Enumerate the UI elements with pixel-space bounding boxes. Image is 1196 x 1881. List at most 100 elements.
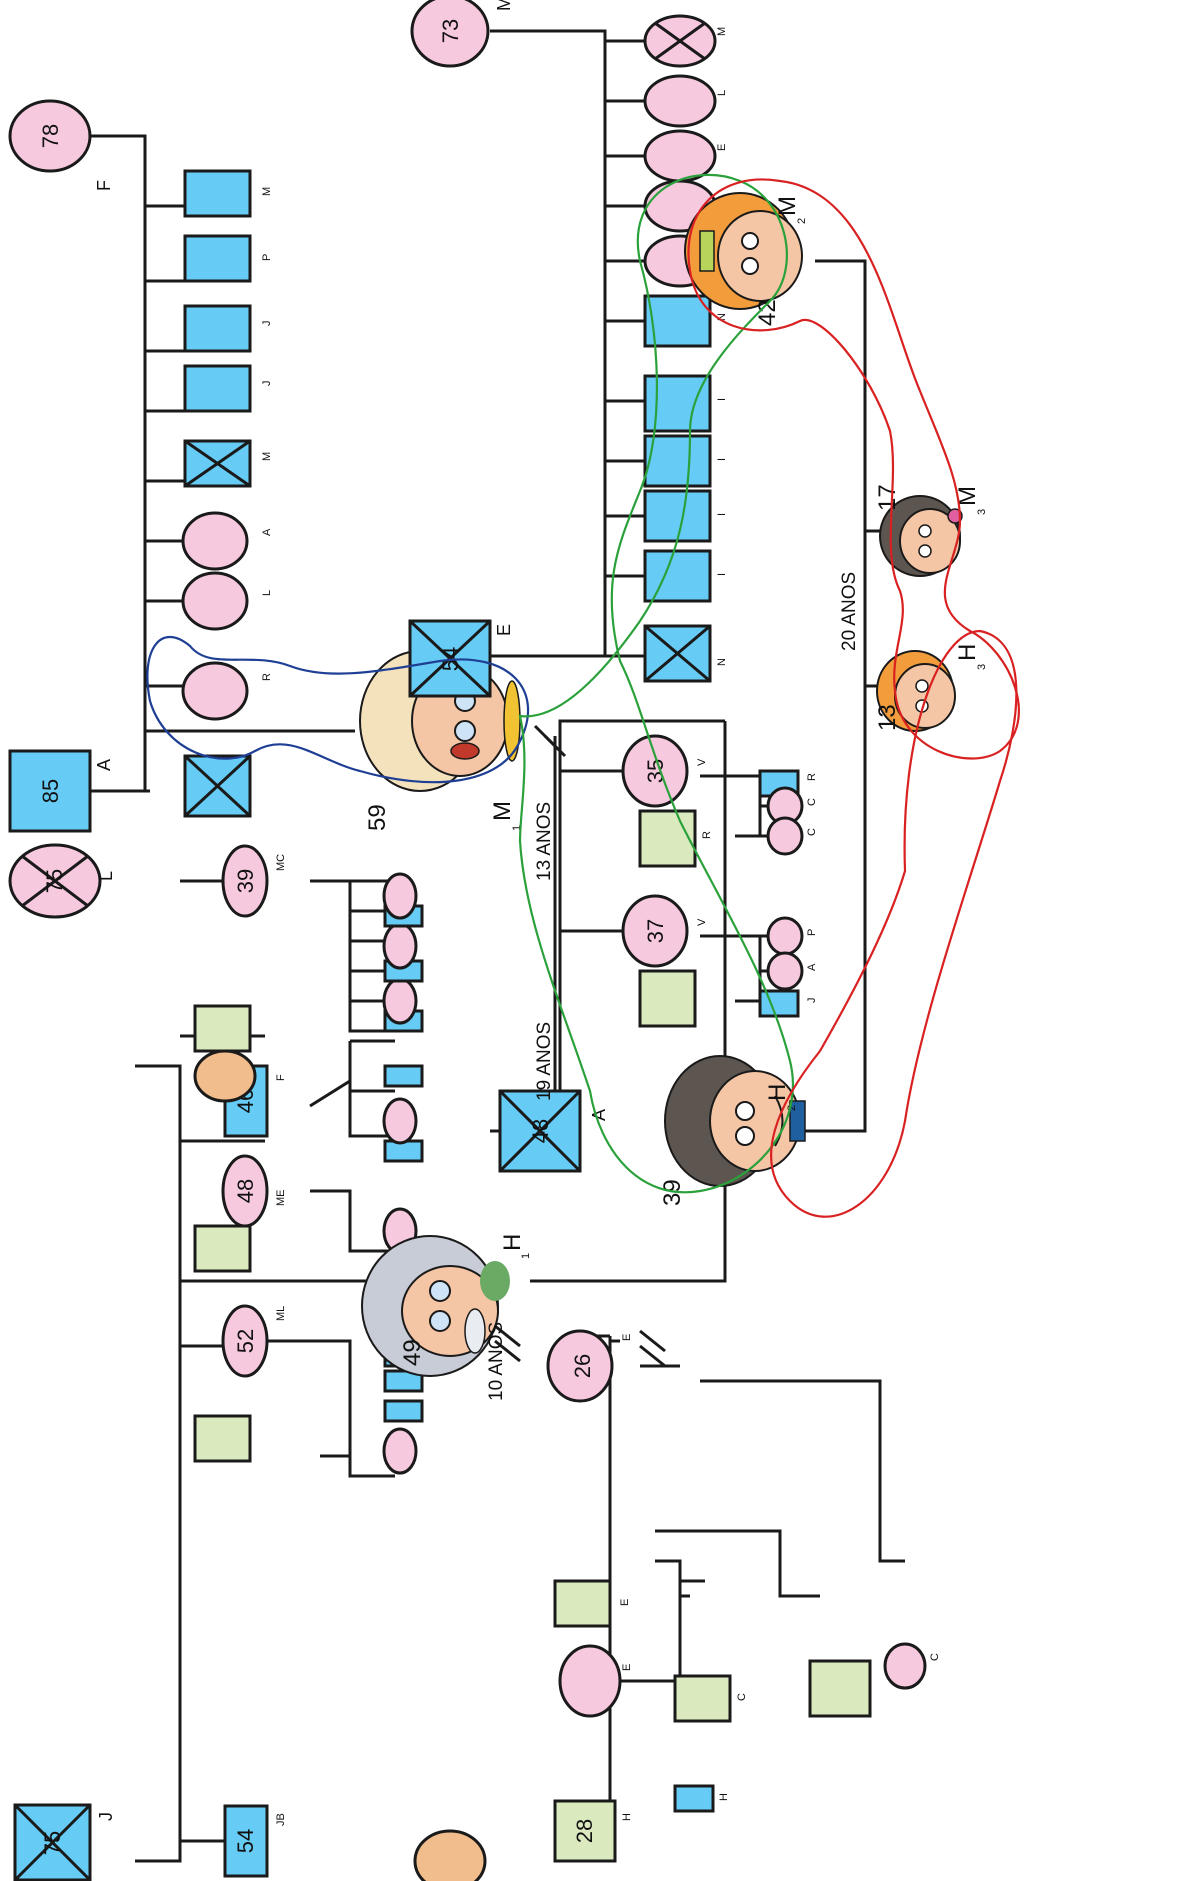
h2-label: H — [764, 1084, 791, 1101]
period-13-anos: 13 ANOS — [534, 802, 555, 881]
m2-label: M — [774, 196, 801, 216]
child-initial: J — [261, 381, 273, 387]
husband-initial: R — [701, 831, 713, 839]
son-initial: H — [621, 1813, 633, 1821]
h2-sub: 2 — [786, 1105, 798, 1111]
paternal-grandfather-age: 75 — [40, 1831, 65, 1855]
m3-label: M — [954, 486, 981, 506]
child-initial: P — [261, 254, 273, 261]
m3-age: 17 — [874, 484, 901, 511]
h2-person: 39 H 2 — [659, 1055, 806, 1206]
child-initial: I — [716, 513, 728, 516]
child-initial: L — [261, 590, 273, 596]
maternal-grandfather: 85 A — [8, 749, 114, 833]
household-boundary-green — [518, 173, 795, 1194]
m2-avatar — [684, 192, 803, 310]
period-10-anos: 10 ANOS — [486, 1322, 507, 1401]
child-initial: L — [716, 90, 728, 96]
son-age: 28 — [572, 1819, 597, 1843]
household-boundary-blue — [146, 635, 530, 784]
m1-daughter-37: 37 V P A J — [621, 894, 818, 1028]
period-19-anos: 19 ANOS — [534, 1022, 555, 1101]
other-grandmother: 73 M — [410, 0, 514, 68]
h3-label: H — [954, 644, 981, 661]
h2-avatar — [664, 1055, 806, 1187]
child-initial: J — [261, 321, 273, 327]
m1-partner-initial: A — [589, 1109, 609, 1121]
h1-previous-family: 28 H E H 26 E E C C — [413, 1329, 941, 1881]
daughter-kid-initial: C — [929, 1653, 941, 1661]
h3-person: 13 H 3 — [874, 644, 988, 732]
child-initial: F — [275, 1074, 287, 1081]
child-initial: I — [716, 458, 728, 461]
maternal-grandmother: 78 F — [8, 99, 114, 191]
daughter-age: 37 — [643, 919, 668, 943]
m3-avatar — [879, 495, 963, 577]
maternal-grandmother-initial: F — [94, 180, 114, 191]
child-initial: A — [261, 528, 273, 536]
maternal-children: R L A M J J P M — [181, 169, 273, 818]
maternal-grandfather-age: 85 — [38, 779, 63, 803]
h1-person: 49 H 1 — [361, 1234, 532, 1377]
paternal-grandfather: 75 J — [13, 1803, 116, 1881]
child-initial: N — [716, 658, 728, 666]
maternal-grandfather-initial: A — [94, 759, 114, 771]
child-age: 39 — [233, 869, 258, 893]
paternal-grandchildren — [193, 872, 424, 1475]
daughter-age: 26 — [570, 1354, 595, 1378]
child-initial: ME — [275, 1190, 287, 1207]
child-initial: MC — [275, 854, 287, 871]
paternal-grandfather-initial: J — [96, 1812, 116, 1821]
kid-initial: P — [806, 929, 818, 936]
child-age: 52 — [233, 1329, 258, 1353]
other-children: N I I I I N I E L M — [643, 14, 728, 683]
h3-sub: 3 — [976, 664, 988, 670]
m1-label: M — [489, 801, 516, 821]
m2-person: 42 M 2 — [684, 192, 808, 326]
kid-initial: J — [806, 998, 818, 1004]
child-initial: M — [261, 452, 273, 461]
child-initial: E — [716, 144, 728, 151]
m1-daughter-35: 35 V R R C C — [621, 734, 818, 868]
kid-initial: C — [806, 798, 818, 806]
m1-partner: 48 A — [498, 1089, 609, 1173]
kid-initial: C — [806, 828, 818, 836]
m1-partner-age: 48 — [528, 1119, 553, 1143]
m2-sub: 2 — [796, 218, 808, 224]
child-initial: M — [716, 27, 728, 36]
child-initial: I — [716, 573, 728, 576]
other-grandmother-age: 73 — [438, 19, 463, 43]
paternal-grandmother-age: 75 — [42, 869, 67, 893]
child-initial: N — [716, 313, 728, 321]
daughter-partner1-initial: E — [619, 1599, 631, 1606]
h3-age: 13 — [874, 704, 901, 731]
daughter-initial: V — [696, 758, 708, 766]
h1-label: H — [499, 1234, 526, 1251]
daughter-partner2-initial: C — [736, 1693, 748, 1701]
child-initial: ML — [275, 1306, 287, 1321]
period-20-anos: 20 ANOS — [839, 572, 860, 651]
h3-avatar — [876, 650, 956, 732]
paternal-grandmother-initial: L — [96, 871, 116, 881]
daughter-initial: V — [696, 918, 708, 926]
paternal-child-52: 52 ML — [221, 1304, 287, 1378]
other-grandmother-initial: M — [494, 0, 514, 11]
m1-age: 59 — [364, 804, 391, 831]
m3-sub: 3 — [976, 509, 988, 515]
household-boundary-red — [687, 178, 1020, 760]
paternal-grandmother: 75 L — [8, 843, 116, 919]
household-boundary-red-lower — [770, 629, 1018, 1218]
child-initial: JB — [275, 1813, 287, 1826]
kid-initial: A — [806, 963, 818, 971]
h1-avatar — [361, 1235, 510, 1377]
paternal-child-48: 48 ME — [221, 1154, 287, 1228]
h1-sub: 1 — [520, 1253, 532, 1259]
paternal-child-54: 54 JB — [223, 1804, 287, 1878]
child-age: 48 — [233, 1179, 258, 1203]
m1-sub: 1 — [511, 825, 523, 831]
child-initial: M — [261, 187, 273, 196]
other-grandfather-initial: E — [494, 624, 514, 636]
child-initial: R — [261, 673, 273, 681]
child-initial: I — [716, 398, 728, 401]
daughter-initial: E — [621, 1334, 633, 1341]
